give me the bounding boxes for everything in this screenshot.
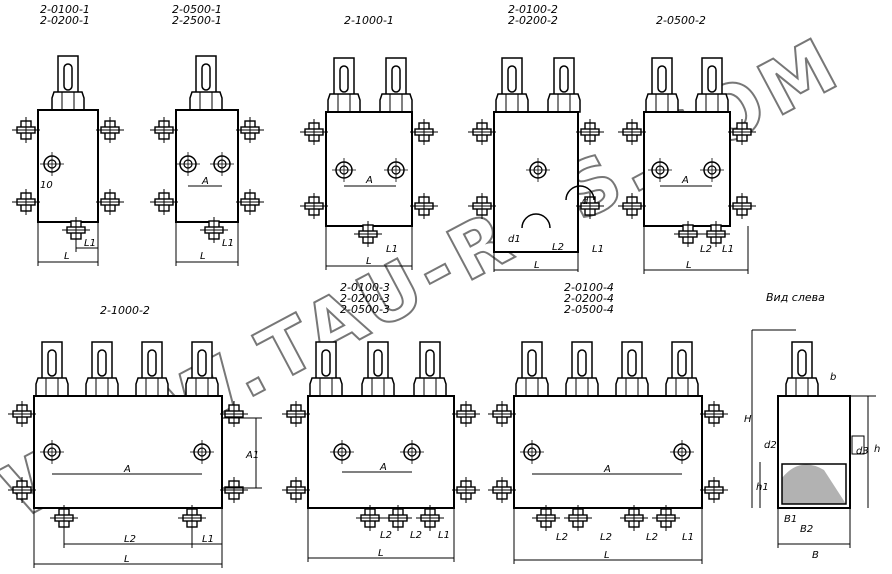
dim-label: L1: [386, 244, 398, 255]
dim-label: L: [64, 251, 70, 262]
dim-label: 10: [40, 180, 53, 191]
view-label: 2-1000-1: [344, 14, 394, 27]
dim-label: L1: [592, 244, 604, 255]
view-label: 2-0100-2: [508, 3, 558, 16]
dim-label: A: [681, 175, 689, 186]
dim-label: L: [366, 256, 372, 267]
view-2-0500-2: 2-0500-2 A L2 L1 L: [617, 14, 757, 274]
view-label: 2-0200-4: [564, 292, 614, 305]
dim-label: A: [379, 462, 387, 473]
view-label: 2-0100-4: [564, 281, 614, 294]
view-label: 2-0500-3: [340, 303, 390, 316]
view-2-0100-4: 2-0100-4 2-0200-4 2-0500-4 A L2 L2 L2 L1…: [487, 281, 729, 564]
dim-label: L: [604, 550, 610, 561]
dim-label: L1: [682, 532, 694, 543]
dim-label: L: [686, 260, 692, 271]
dim-label: L2: [600, 532, 612, 543]
view-label: 2-0500-4: [564, 303, 614, 316]
dim-label: d2: [764, 440, 777, 451]
dim-label: B: [812, 550, 819, 561]
dim-label: L1: [438, 530, 450, 541]
view-label: 2-0200-2: [508, 14, 558, 27]
view-label: 2-1000-2: [100, 304, 150, 317]
view-2-0100-3: 2-0100-3 2-0200-3 2-0500-3 A L2 L2 L1 L: [281, 281, 481, 562]
dim-label: A: [201, 176, 209, 187]
view-label: 2-0200-3: [340, 292, 390, 305]
dim-label: L1: [222, 238, 234, 249]
view-label: 2-2500-1: [172, 14, 222, 27]
dim-label: h1: [756, 482, 769, 493]
dim-label: H: [744, 414, 752, 425]
dim-label: L1: [202, 534, 214, 545]
dim-label: L2: [380, 530, 392, 541]
dim-label: L2: [556, 532, 568, 543]
dim-label: L1: [722, 244, 734, 255]
view-2-1000-2: 2-1000-2 A A1 L2 L1 L: [7, 304, 262, 568]
dim-label: L2: [646, 532, 658, 543]
dim-label: L: [124, 554, 130, 565]
dim-label: A: [603, 464, 611, 475]
view-label: 2-0500-2: [656, 14, 706, 27]
dim-label: L1: [84, 238, 96, 249]
dim-label: A: [365, 175, 373, 186]
dim-label: L2: [700, 244, 712, 255]
view-label: 2-0100-1: [40, 3, 90, 16]
dim-label: L2: [552, 242, 564, 253]
dim-label: B2: [800, 524, 813, 535]
view-2-1000-1: 2-1000-1 A L1 L: [299, 14, 439, 270]
view-2-0100-1: 2-0100-1 2-0200-1 10 L1 L: [11, 3, 125, 266]
dim-label: B1: [784, 514, 797, 525]
dim-label: L: [200, 251, 206, 262]
dim-label: d: [582, 196, 589, 207]
dim-label: d3: [856, 446, 869, 457]
view-2-0100-2: 2-0100-2 2-0200-2 d1 d L2 L1 L: [467, 3, 605, 272]
view-label: 2-0100-3: [340, 281, 390, 294]
view-label: 2-0200-1: [40, 14, 90, 27]
dim-label: L2: [124, 534, 136, 545]
side-view: Вид слева H b h h1 d3 d2 B1 B2 B: [744, 291, 880, 561]
dim-label: A1: [245, 450, 259, 461]
dim-label: L: [378, 548, 384, 559]
dim-label: L2: [410, 530, 422, 541]
view-2-0500-1: 2-0500-1 2-2500-1 A L1 L: [149, 3, 265, 266]
dim-label: h: [874, 444, 880, 455]
view-label: Вид слева: [766, 291, 825, 304]
dim-label: b: [830, 372, 836, 383]
dim-label: A: [123, 464, 131, 475]
dim-label: L: [534, 260, 540, 271]
dim-label: d1: [508, 234, 521, 245]
view-label: 2-0500-1: [172, 3, 222, 16]
